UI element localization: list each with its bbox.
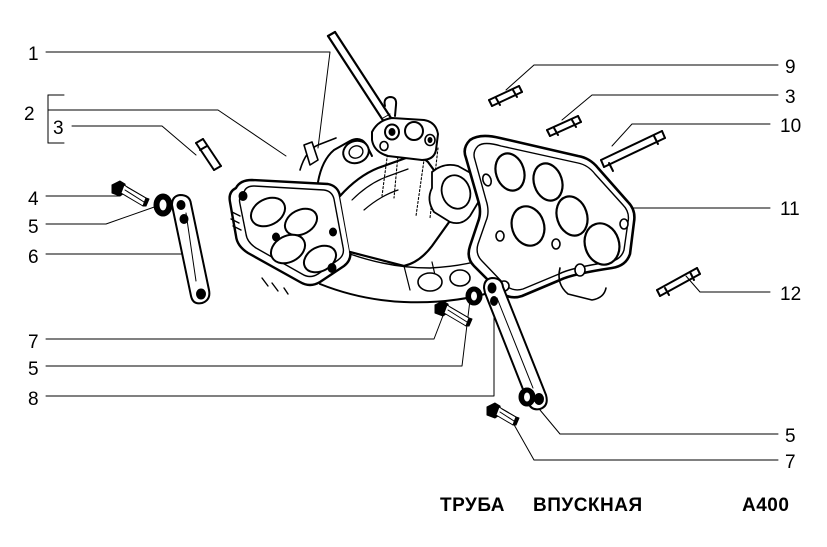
- support-strut-lower: [483, 277, 548, 411]
- callout-number-7-right: 7: [785, 452, 796, 473]
- stud-part9: [488, 85, 523, 107]
- callout-number-5-left-lower: 5: [28, 359, 39, 380]
- leader-line-7-left: [45, 312, 445, 340]
- callout-number-8: 8: [28, 389, 39, 410]
- leader-line-3-left: [71, 125, 197, 156]
- leader-line-9: [505, 64, 779, 91]
- callout-number-2: 2: [24, 104, 35, 125]
- hex-bolt-left: [111, 180, 150, 207]
- callout-number-5-right: 5: [785, 426, 796, 447]
- washer-lower-upper: [465, 286, 483, 306]
- callout-number-11: 11: [780, 199, 800, 220]
- callout-number-10: 10: [780, 116, 802, 137]
- leader-line-5-right: [539, 409, 779, 435]
- leader-line-7-right: [507, 413, 779, 461]
- callout-number-7-left: 7: [28, 332, 39, 353]
- leader-line-3-right: [561, 94, 779, 121]
- washer-lower-lower: [518, 387, 536, 407]
- leader-line-12: [685, 275, 771, 293]
- leader-line-8: [45, 289, 495, 397]
- intake-manifold-gasket: [463, 134, 636, 301]
- stud-part12: [656, 267, 701, 297]
- washer-left: [153, 193, 173, 217]
- long-stud-part1-tip: [382, 113, 391, 119]
- callout-number-5-left: 5: [28, 217, 39, 238]
- intake-manifold-body: [228, 96, 541, 304]
- callout-number-3-left: 3: [53, 118, 64, 139]
- caption-part-name-word2: ВПУСКНАЯ: [533, 495, 643, 516]
- caption-drawing-code: A400: [742, 495, 790, 516]
- leader-line-2-bracket: [47, 94, 287, 157]
- callout-number-6: 6: [28, 247, 39, 268]
- short-stud-left: [195, 138, 222, 171]
- support-strut-left: [171, 194, 211, 305]
- long-stud-part1: [326, 30, 395, 127]
- callout-number-12: 12: [780, 284, 802, 305]
- caption-part-name-word1: ТРУБА: [440, 495, 506, 516]
- hex-bolt-lower-right: [486, 402, 520, 426]
- stud-part3-right: [546, 115, 582, 137]
- callout-number-1: 1: [28, 44, 39, 65]
- leader-line-1: [45, 51, 331, 149]
- callout-number-4: 4: [28, 189, 39, 210]
- leader-line-5-left-lower: [45, 299, 471, 367]
- callout-number-3-right: 3: [785, 87, 796, 108]
- leader-line-10: [611, 123, 771, 147]
- hex-bolt-lower-left: [434, 300, 473, 327]
- callout-number-9: 9: [785, 57, 796, 78]
- stud-part10: [600, 130, 666, 172]
- leader-line-5-left: [45, 204, 161, 225]
